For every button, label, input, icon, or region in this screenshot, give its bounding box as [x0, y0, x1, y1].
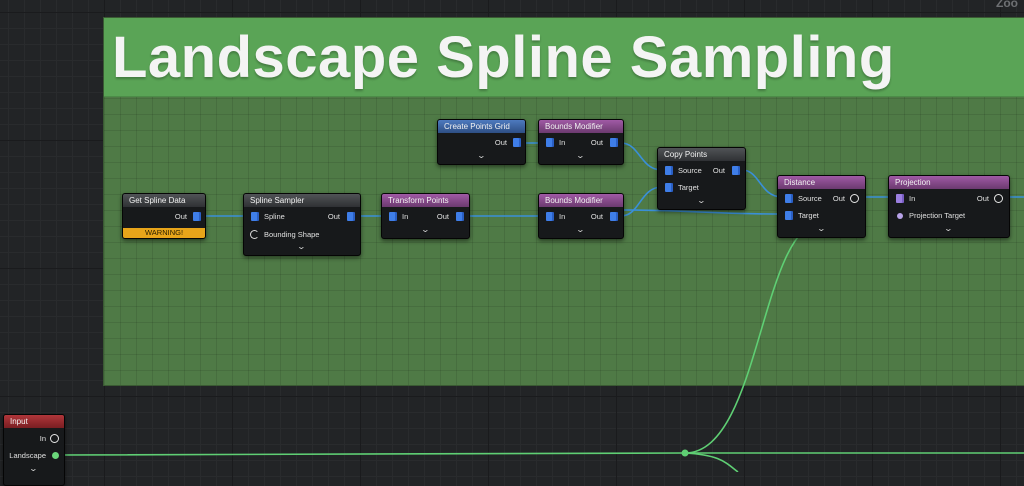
in-pin-label: Spline	[264, 212, 285, 221]
points-pin-icon[interactable]	[546, 138, 552, 147]
node-projection[interactable]: Projection In Out Projection Target ⌄	[888, 175, 1010, 238]
node-title: Transform Points	[382, 194, 469, 207]
points-pin-icon[interactable]	[251, 212, 257, 221]
node-copy-points[interactable]: Copy Points Source Out Target ⌄	[657, 147, 746, 210]
source-pin-label: Source	[678, 166, 702, 175]
wire-landscape-branch	[684, 452, 739, 472]
zoom-label: Zoo	[996, 0, 1018, 10]
out-pin-label: Out	[174, 212, 187, 221]
spatial-data-pin-icon[interactable]	[994, 194, 1003, 203]
out-pin-label: Out	[832, 194, 845, 203]
node-input[interactable]: Input In Landscape ⌄	[3, 414, 65, 486]
out-pin-label: Out	[327, 212, 340, 221]
in-pin-label: In	[909, 194, 916, 203]
points-pin-icon[interactable]	[513, 138, 519, 147]
warning-badge: WARNING!	[123, 228, 205, 238]
out-pin-label: Out	[976, 194, 989, 203]
points-pin-icon[interactable]	[732, 166, 738, 175]
chevron-down-icon[interactable]: ⌄	[696, 196, 707, 205]
wire-landscape-main	[57, 452, 1024, 456]
bounding-shape-label: Bounding Shape	[264, 230, 320, 239]
points-pin-icon[interactable]	[610, 138, 616, 147]
out-pin-label: Out	[712, 166, 725, 175]
points-pin-icon[interactable]	[610, 212, 616, 221]
chevron-down-icon[interactable]: ⌄	[575, 225, 586, 234]
chevron-down-icon[interactable]: ⌄	[476, 151, 487, 160]
wire-reroute-dot	[681, 449, 689, 457]
node-title: Create Points Grid	[438, 120, 525, 133]
node-transform-points[interactable]: Transform Points In Out ⌄	[381, 193, 470, 239]
projection-target-pin-icon[interactable]	[897, 213, 903, 219]
node-title: Projection	[889, 176, 1009, 189]
node-distance[interactable]: Distance Source Out Target ⌄	[777, 175, 866, 238]
node-title: Spline Sampler	[244, 194, 360, 207]
node-get-spline-data[interactable]: Get Spline Data Out WARNING!	[122, 193, 206, 239]
in-pin-label: In	[402, 212, 409, 221]
chevron-down-icon[interactable]: ⌄	[575, 151, 586, 160]
projection-target-label: Projection Target	[909, 211, 966, 220]
chevron-down-icon[interactable]: ⌄	[28, 464, 39, 473]
landscape-pin-icon[interactable]	[52, 452, 59, 459]
target-pin-label: Target	[678, 183, 699, 192]
points-pin-icon[interactable]	[347, 212, 353, 221]
comment-header[interactable]	[104, 18, 1024, 97]
node-title: Bounds Modifier	[539, 120, 623, 133]
points-pin-icon[interactable]	[896, 194, 902, 203]
spatial-data-pin-icon[interactable]	[850, 194, 859, 203]
node-create-points-grid[interactable]: Create Points Grid Out ⌄	[437, 119, 526, 165]
node-title: Copy Points	[658, 148, 745, 161]
node-title: Bounds Modifier	[539, 194, 623, 207]
node-spline-sampler[interactable]: Spline Sampler Spline Out Bounding Shape…	[243, 193, 361, 256]
node-title: Input	[4, 415, 64, 428]
chevron-down-icon[interactable]: ⌄	[816, 224, 827, 233]
comment-title: Landscape Spline Sampling	[112, 25, 895, 90]
points-pin-icon[interactable]	[546, 212, 552, 221]
target-pin-label: Target	[798, 211, 819, 220]
out-pin-label: Out	[436, 212, 449, 221]
in-pin-label: In	[39, 434, 46, 443]
points-pin-icon[interactable]	[456, 212, 462, 221]
points-pin-icon[interactable]	[665, 183, 671, 192]
source-pin-label: Source	[798, 194, 822, 203]
points-pin-icon[interactable]	[785, 211, 791, 220]
points-pin-icon[interactable]	[785, 194, 791, 203]
out-pin-label: Out	[494, 138, 507, 147]
node-title: Distance	[778, 176, 865, 189]
points-pin-icon[interactable]	[665, 166, 671, 175]
node-bounds-modifier-mid[interactable]: Bounds Modifier In Out ⌄	[538, 193, 624, 239]
in-pin-label: In	[559, 138, 566, 147]
landscape-pin-label: Landscape	[9, 451, 46, 460]
chevron-down-icon[interactable]: ⌄	[296, 242, 307, 251]
out-pin-label: Out	[590, 138, 603, 147]
node-bounds-modifier-top[interactable]: Bounds Modifier In Out ⌄	[538, 119, 624, 165]
points-pin-icon[interactable]	[389, 212, 395, 221]
chevron-down-icon[interactable]: ⌄	[943, 224, 954, 233]
bounding-shape-pin-icon[interactable]	[250, 230, 259, 239]
in-pin-label: In	[559, 212, 566, 221]
node-title: Get Spline Data	[123, 194, 205, 207]
points-pin-icon[interactable]	[193, 212, 199, 221]
chevron-down-icon[interactable]: ⌄	[420, 225, 431, 234]
spatial-data-pin-icon[interactable]	[50, 434, 59, 443]
out-pin-label: Out	[590, 212, 603, 221]
